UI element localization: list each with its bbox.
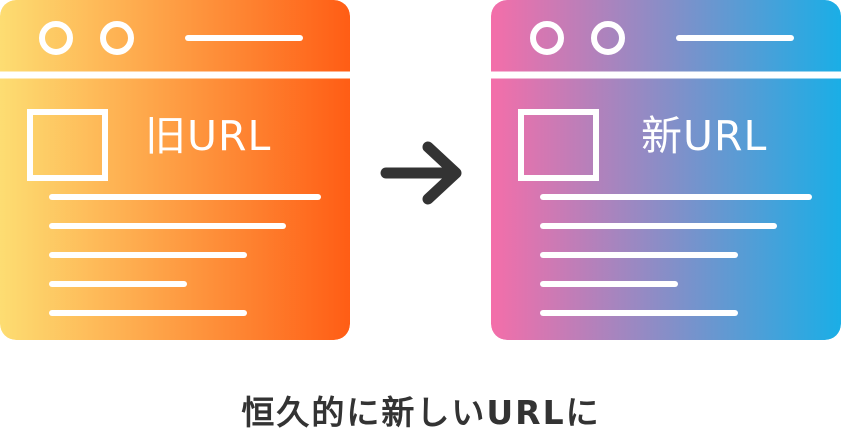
right-arrow-icon <box>380 141 462 205</box>
old-url-window: 旧URL <box>0 0 350 340</box>
new-window-image-placeholder-icon <box>518 109 599 181</box>
old-window-dot-1-icon <box>39 21 73 55</box>
old-window-graphic <box>0 0 350 340</box>
new-window-dot-1-icon <box>530 21 564 55</box>
new-url-label: 新URL <box>641 112 768 160</box>
old-window-dot-2-icon <box>100 21 134 55</box>
new-window-graphic <box>491 0 841 340</box>
old-url-label: 旧URL <box>145 112 272 160</box>
new-url-window: 新URL <box>491 0 841 340</box>
caption: 恒久的に新しいURLに <box>241 393 601 432</box>
old-window-image-placeholder-icon <box>27 109 108 181</box>
new-window-dot-2-icon <box>591 21 625 55</box>
